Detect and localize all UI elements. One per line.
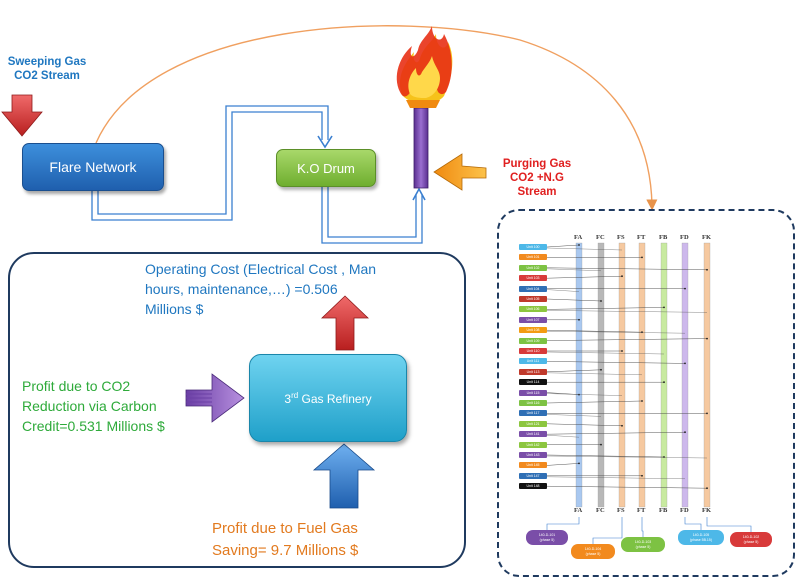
inset-connection-line xyxy=(546,361,686,364)
profit-fuel-label: Profit due to Fuel Gas Saving= 9.7 Milli… xyxy=(212,520,359,559)
operating-cost-label: Operating Cost (Electrical Cost , Man ho… xyxy=(145,261,377,317)
flare-stack xyxy=(413,107,429,189)
flare-to-inset-curve xyxy=(95,25,658,211)
purging-gas-label: Purging Gas CO2 +N.G Stream xyxy=(502,158,572,198)
purging-gas-arrow xyxy=(433,153,487,191)
inset-connection-dot xyxy=(684,362,686,365)
inset-pill-connector xyxy=(592,517,623,544)
inset-connection-line xyxy=(546,331,686,334)
inset-connection-dot xyxy=(684,431,686,434)
inset-connection-line xyxy=(546,455,708,459)
inset-pill-connector xyxy=(641,517,644,537)
inset-header-column xyxy=(681,242,689,508)
inset-connection-line xyxy=(546,372,643,375)
inset-connection-dot xyxy=(578,462,580,465)
inset-connection-dot xyxy=(641,474,643,477)
inset-connection-line xyxy=(546,414,602,417)
flame-icon xyxy=(396,26,453,108)
inset-connection-dot xyxy=(706,412,708,415)
inset-header-column xyxy=(597,242,605,508)
inset-connection-line xyxy=(546,476,686,479)
inset-connection-dot xyxy=(663,381,665,384)
profit-fuel-arrow xyxy=(312,443,376,509)
inset-connection-dot xyxy=(706,337,708,340)
inset-header-column xyxy=(660,242,668,508)
inset-connection-line xyxy=(546,369,602,373)
ko-drum-box: K.O Drum xyxy=(276,149,376,187)
inset-connection-line xyxy=(546,463,580,466)
gas-refinery-box: 3rd Gas Refinery xyxy=(249,354,407,442)
inset-connection-dot xyxy=(578,318,580,321)
gas-refinery-label: 3rd Gas Refinery xyxy=(284,390,372,406)
ko-drum-label: K.O Drum xyxy=(297,160,355,176)
inset-connection-line xyxy=(546,435,580,438)
inset-connection-line xyxy=(546,289,580,292)
inset-connection-line xyxy=(546,423,623,427)
inset-header-column xyxy=(618,242,626,508)
inset-connection-line xyxy=(546,400,643,404)
inset-connection-line xyxy=(546,393,623,396)
inset-connection-dot xyxy=(641,400,643,402)
inset-pill-connector xyxy=(684,517,702,530)
sweeping-gas-arrow xyxy=(1,94,43,137)
inset-connection-line xyxy=(546,247,623,251)
inset-connection-dot xyxy=(684,287,686,290)
inset-connection-line xyxy=(546,431,686,435)
inset-pill-connector xyxy=(706,517,752,532)
inset-pill-connector xyxy=(546,517,580,530)
inset-connection-line xyxy=(546,267,708,271)
inset-connection-line xyxy=(546,244,580,248)
inset-connection-dot xyxy=(641,256,643,259)
pipe-flare-to-ko xyxy=(91,105,333,221)
inset-connection-dot xyxy=(706,487,708,490)
inset-connection-dot xyxy=(600,443,602,446)
refinery-economics-panel xyxy=(8,252,466,568)
inset-header-column xyxy=(638,242,646,508)
profit-co2-label: Profit due to CO2 Reduction via Carbon C… xyxy=(22,378,165,434)
inset-header-column xyxy=(703,242,711,508)
inset-connection-line xyxy=(546,275,623,279)
pipe-ko-to-stack xyxy=(321,187,426,244)
flare-network-inset-panel xyxy=(497,209,795,577)
inset-connection-line xyxy=(546,310,708,313)
inset-connection-line xyxy=(546,454,665,458)
inset-connection-line xyxy=(546,307,665,310)
inset-connection-line xyxy=(546,268,602,271)
profit-co2-arrow-lines xyxy=(186,393,212,403)
inset-connection-line xyxy=(546,485,708,489)
inset-connection-line xyxy=(546,329,643,333)
inset-connection-dot xyxy=(578,244,580,246)
operating-cost-arrow xyxy=(321,295,369,351)
flare-network-box: Flare Network xyxy=(22,143,164,191)
inset-connection-dot xyxy=(621,275,623,278)
inset-connection-line xyxy=(546,298,602,302)
sweeping-gas-label: Sweeping Gas CO2 Stream xyxy=(7,56,87,82)
inset-connection-dot xyxy=(621,350,623,352)
inset-connection-dot xyxy=(706,268,708,271)
inset-connection-line xyxy=(546,351,665,355)
inset-connection-dot xyxy=(621,424,623,427)
profit-co2-arrow xyxy=(185,373,245,423)
inset-connection-dot xyxy=(663,306,665,309)
inset-connection-line xyxy=(546,338,708,341)
flare-network-label: Flare Network xyxy=(49,159,137,175)
flare-network-inset xyxy=(546,242,752,544)
inset-header-column xyxy=(575,242,583,508)
inset-connection-dot xyxy=(600,368,602,371)
inset-connection-dot xyxy=(600,300,602,302)
